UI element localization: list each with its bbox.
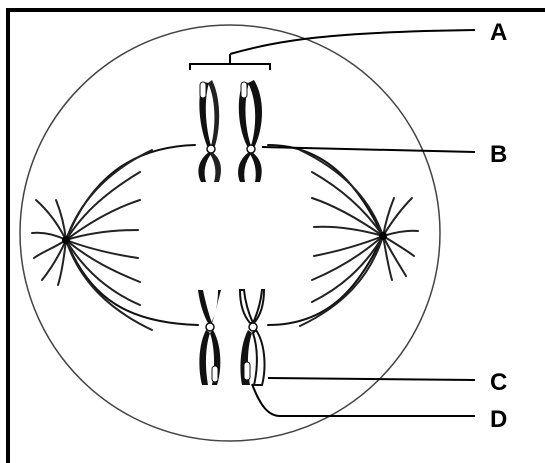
label-a: A: [490, 19, 507, 46]
left-aster: [32, 150, 152, 330]
right-aster: [300, 150, 418, 326]
right-centrosome: [379, 232, 387, 240]
label-d: D: [490, 406, 507, 433]
bracket-a: [190, 64, 270, 70]
leader-line-d: [252, 384, 475, 416]
leader-line-c: [268, 378, 475, 380]
chromosome: [238, 80, 262, 182]
aster-ray: [32, 233, 66, 240]
spindle-fiber: [66, 240, 198, 325]
aster-ray: [66, 240, 140, 282]
chromosome: [198, 80, 221, 182]
bottom-chromosome-pair: [198, 290, 264, 385]
chromosome: [240, 290, 264, 385]
aster-ray: [66, 150, 152, 240]
top-chromosome-pair: [198, 80, 262, 182]
leader-lines: [190, 30, 475, 416]
left-centrosome: [62, 236, 70, 244]
aster-ray: [56, 200, 66, 240]
label-c: C: [490, 369, 507, 396]
aster-ray: [383, 198, 394, 236]
aster-ray: [383, 231, 418, 236]
chromosome: [198, 290, 221, 385]
label-b: B: [490, 141, 507, 168]
aster-ray: [66, 200, 140, 240]
spindle-fiber: [268, 145, 383, 236]
leader-line-a: [230, 30, 475, 54]
leader-line-b: [262, 147, 475, 152]
